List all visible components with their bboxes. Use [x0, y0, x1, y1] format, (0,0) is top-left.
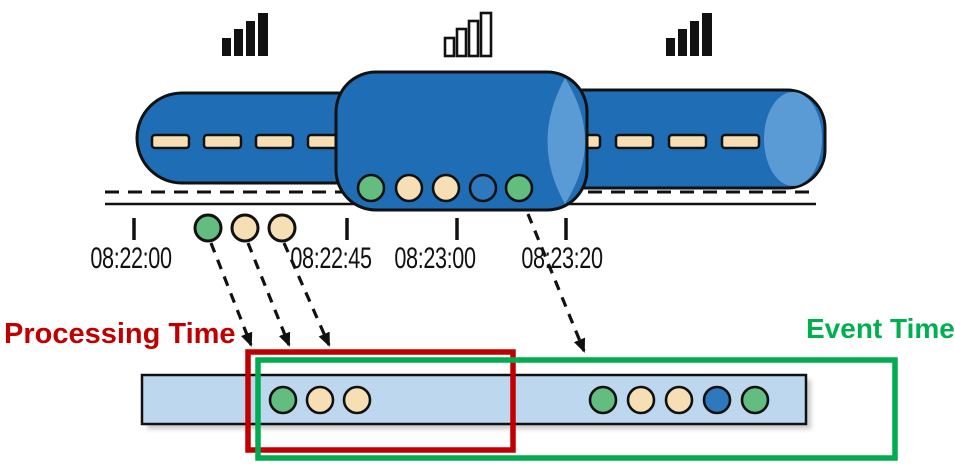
bulge-highlight-crescent: [547, 78, 585, 204]
timestamp-3: 08:23:00: [394, 242, 476, 275]
processing-time-box: [245, 349, 516, 453]
arrow-dashed: [526, 213, 586, 353]
timeline-event-dots: [193, 213, 297, 243]
event-dot-tan: [267, 213, 297, 243]
pipe-right: [543, 88, 827, 190]
event-dot-green: [588, 385, 618, 415]
timeline-ticks: [132, 218, 568, 240]
event-dot-tan: [664, 385, 694, 415]
stream-bar: [140, 373, 811, 429]
event-dot-green: [193, 213, 223, 243]
pipe-left: [135, 91, 399, 185]
event-dot-tan: [626, 385, 656, 415]
window-event-dots: [356, 173, 534, 203]
event-dot-green: [268, 385, 298, 415]
timestamp-4: 08:23:20: [521, 242, 603, 275]
pipe-end-cap: [764, 92, 822, 186]
pipe-dash: [150, 133, 347, 150]
event-dot-blue: [468, 173, 498, 203]
timestamp-2: 08:22:45: [290, 242, 372, 275]
event-dot-green: [356, 173, 386, 203]
arrow-dashed: [282, 242, 331, 347]
event-time-label: Event Time: [806, 313, 955, 344]
bar-event-dots-right: [588, 385, 770, 415]
pipe-window-bulge: [334, 70, 589, 212]
event-dot-tan: [305, 385, 335, 415]
event-dot-tan: [394, 173, 424, 203]
signal-strong-icon: [666, 13, 712, 56]
signal-strong-icon: [222, 13, 268, 56]
event-dot-green: [504, 173, 534, 203]
arrow-dashed: [209, 242, 253, 347]
event-time-box: [255, 357, 898, 461]
event-dot-tan: [230, 213, 260, 243]
event-dot-tan: [342, 385, 372, 415]
processing-time-label: Processing Time: [4, 318, 236, 350]
bar-event-dots-left: [268, 385, 372, 415]
event-dot-green: [740, 385, 770, 415]
signal-weak-icon: [443, 11, 493, 58]
arrow-dashed: [246, 242, 291, 347]
event-dot-tan: [431, 173, 461, 203]
timestamp-1: 08:22:00: [90, 242, 172, 275]
event-dot-blue: [702, 385, 732, 415]
event-mapping-arrows: [209, 213, 586, 353]
